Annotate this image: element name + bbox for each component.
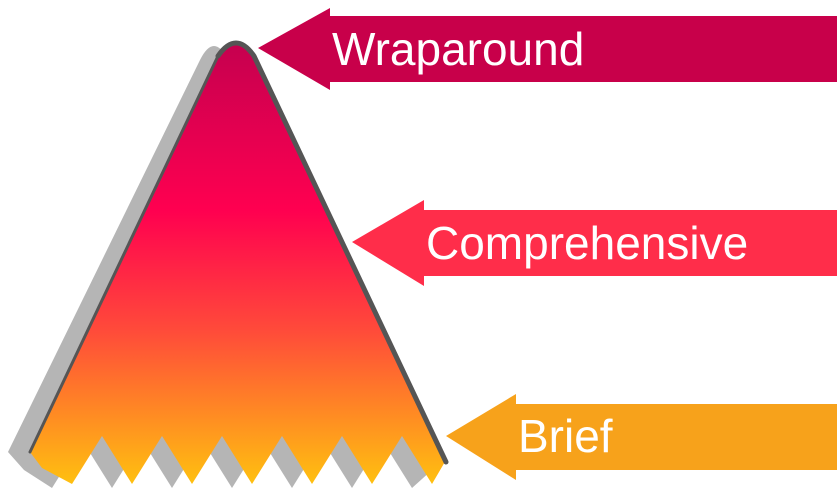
arrow-comprehensive-shape: [352, 200, 837, 286]
arrow-brief-label: Brief: [518, 410, 613, 462]
arrow-wraparound: Wraparound: [258, 8, 837, 90]
arrow-brief: Brief: [446, 394, 837, 480]
pyramid-left-edge-outline: [28, 54, 220, 454]
pyramid-body: [30, 43, 446, 484]
arrow-comprehensive-label: Comprehensive: [426, 217, 748, 269]
arrow-wraparound-label: Wraparound: [332, 23, 584, 75]
arrow-wraparound-shape: [258, 8, 837, 90]
arrow-brief-shape: [446, 394, 837, 480]
arrow-comprehensive: Comprehensive: [352, 200, 837, 286]
pyramid-edge-outline: [215, 40, 449, 465]
